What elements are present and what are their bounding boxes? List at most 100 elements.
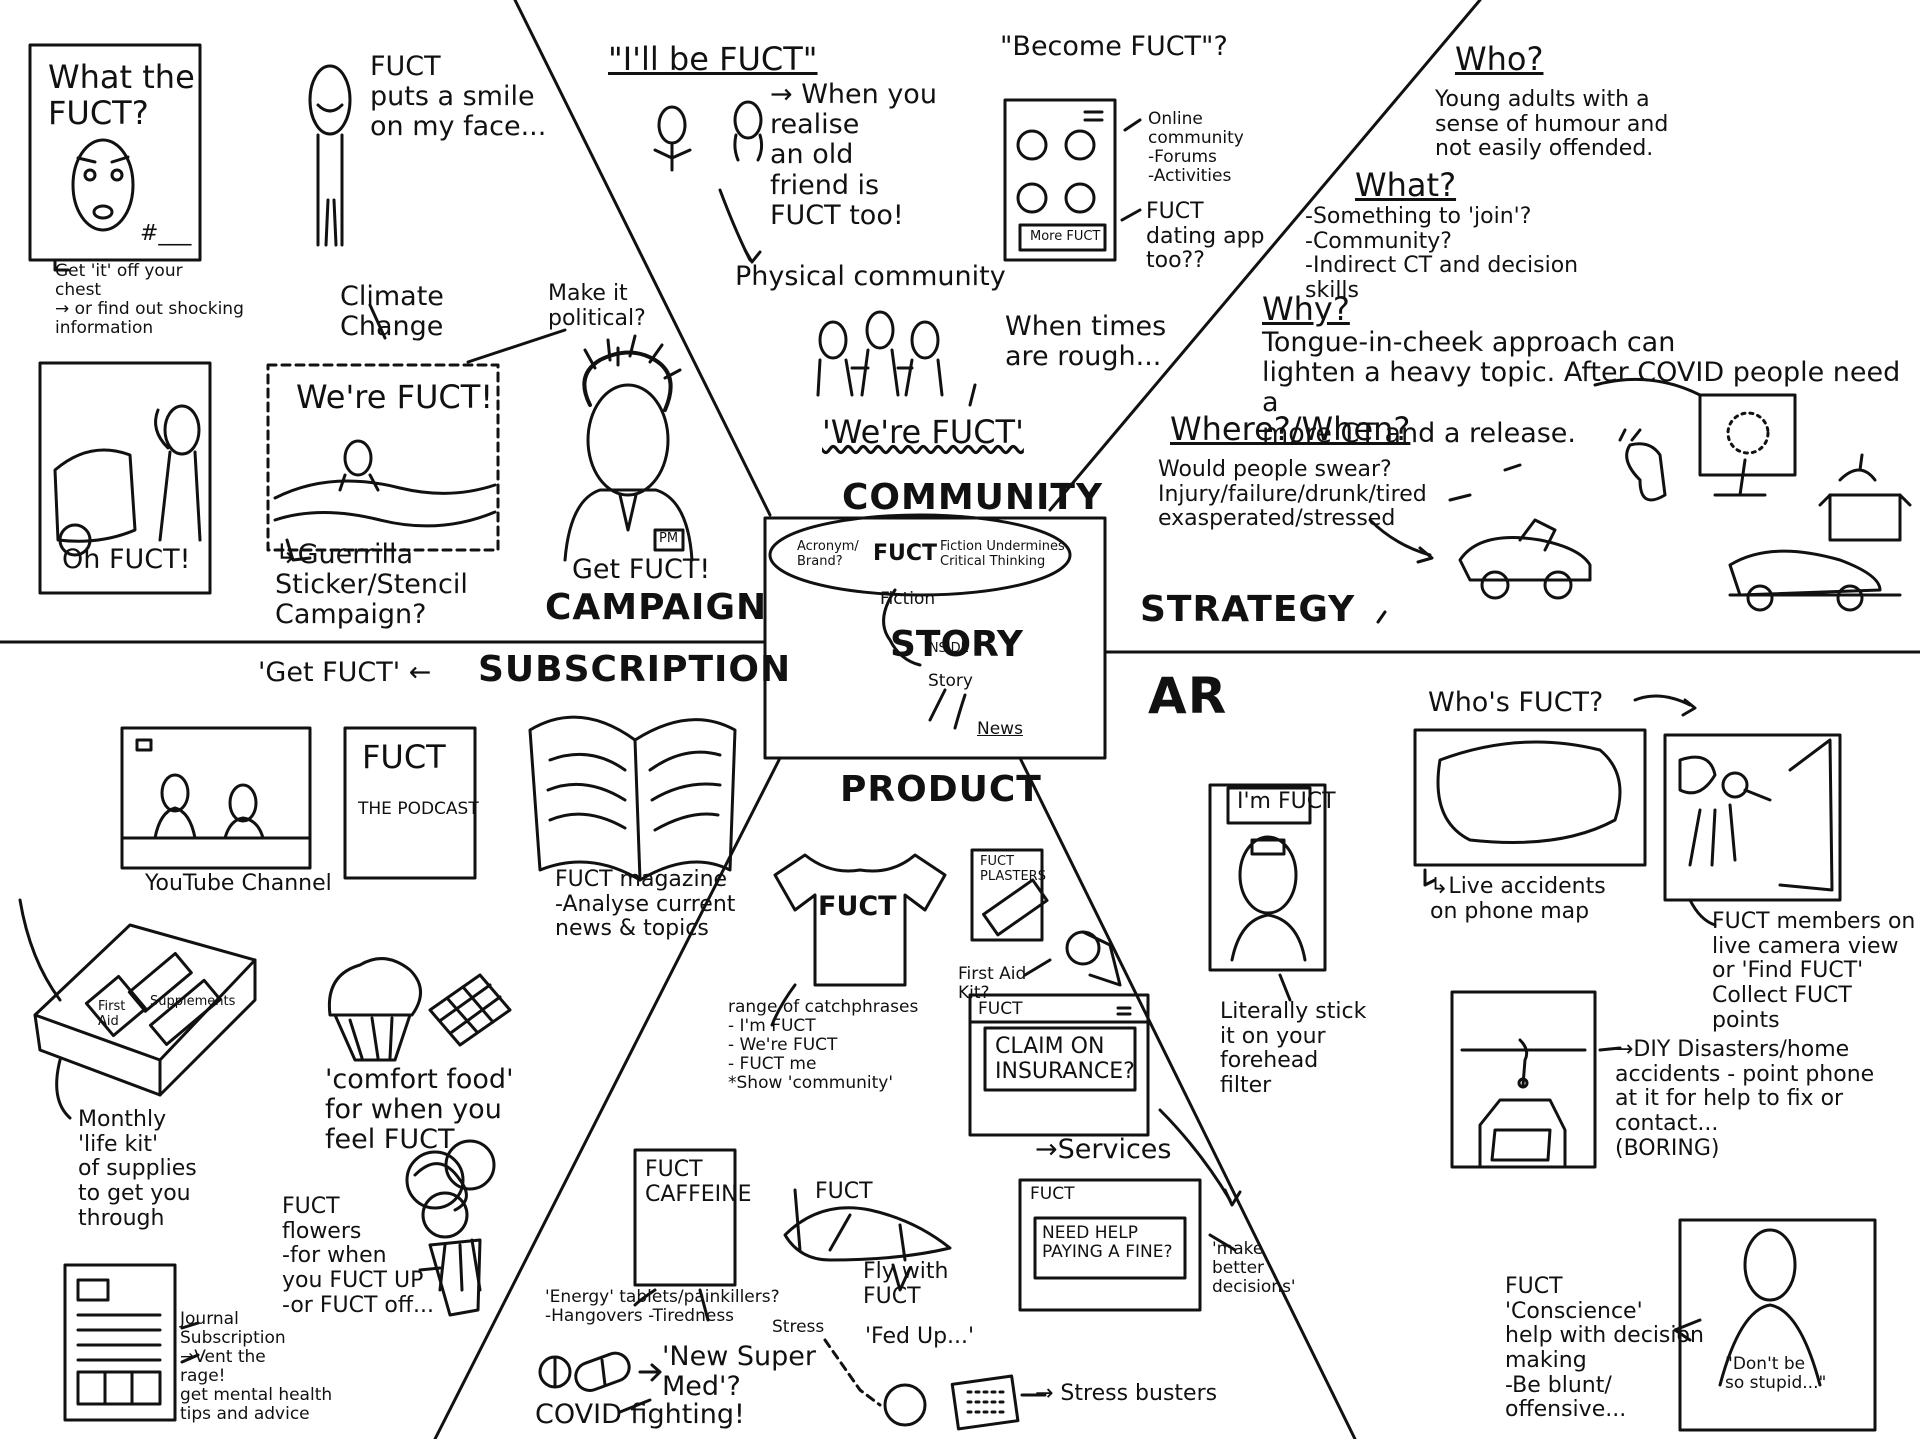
pills — [538, 1338, 1047, 1431]
puts-smile-text: FUCT puts a smile on my face... — [370, 51, 547, 143]
plane — [783, 1188, 952, 1292]
section-strategy: STRATEGY — [1140, 589, 1356, 630]
whos-fuct-text: Who's FUCT? — [1428, 687, 1604, 718]
claim-insurance-text: CLAIM ON INSURANCE? — [995, 1034, 1135, 1084]
guerrilla-text: ↳Guerrilla Sticker/Stencil Campaign? — [275, 539, 468, 631]
center-story: STORY — [890, 624, 1023, 665]
life-kit-text: Monthly 'life kit' of supplies to get yo… — [78, 1107, 197, 1231]
t-shirt — [770, 853, 947, 1027]
phone-app — [1003, 98, 1142, 262]
magazine — [528, 715, 737, 882]
were-fuct-stencil — [266, 303, 620, 552]
stress-busters-text: → Stress busters — [1035, 1381, 1218, 1406]
get-fuct-text: Get FUCT! — [572, 554, 711, 585]
section-product: PRODUCT — [840, 769, 1042, 810]
need-help-text: NEED HELP PAYING A FINE? — [1042, 1223, 1173, 1263]
supplements-label: Supplements — [150, 994, 236, 1009]
center-fiction: Fiction — [880, 589, 936, 609]
magazine-text: FUCT magazine -Analyse current news & to… — [555, 867, 736, 942]
dating-app-text: FUCT dating app too?? — [1146, 199, 1265, 274]
get-fuct-subscription: 'Get FUCT' ← — [258, 657, 432, 688]
members-text: FUCT members on live camera view or 'Fin… — [1712, 909, 1916, 1033]
section-ar: AR — [1148, 667, 1228, 725]
what-the-fuct-text: What the FUCT? — [48, 58, 195, 132]
podcast-title: FUCT — [362, 738, 446, 776]
im-fuct-label: I'm FUCT — [1237, 789, 1336, 814]
flowers — [405, 1139, 496, 1317]
podcast-cover — [343, 726, 477, 880]
more-fuct-button: More FUCT — [1030, 229, 1101, 244]
podcast-subtitle: THE PODCAST — [358, 799, 479, 819]
ill-be-fuct-text: "I'll be FUCT" — [608, 40, 818, 78]
make-political-text: Make it political? — [548, 281, 646, 331]
what-the-fuct-poster — [28, 43, 202, 262]
where-when-question: Where?/When? — [1170, 410, 1411, 448]
become-fuct-text: "Become FUCT"? — [1000, 31, 1228, 62]
where-when-answer: Would people swear? Injury/failure/drunk… — [1158, 457, 1427, 532]
journal — [63, 1263, 200, 1422]
center-inside: INSIDE — [925, 641, 969, 656]
new-super-med-text: 'New Super Med'? — [662, 1341, 816, 1403]
friends-figures — [653, 100, 764, 264]
dont-be-stupid-text: "Don't be so stupid..." — [1725, 1354, 1827, 1394]
forehead-filter-text: Literally stick it on your forehead filt… — [1220, 999, 1367, 1098]
energy-tablets-text: 'Energy' tablets/painkillers? -Hangovers… — [545, 1287, 780, 1327]
why-answer: Tongue-in-cheek approach can lighten a h… — [1262, 327, 1901, 449]
fly-with-text: Fly with FUCT — [863, 1259, 949, 1309]
youtube-label: YouTube Channel — [145, 871, 332, 896]
who-question: Who? — [1455, 40, 1544, 78]
center-meaning: Fiction Undermines Critical Thinking — [940, 539, 1065, 569]
pm-figure — [563, 334, 694, 562]
muffin-and-chocolate — [327, 957, 512, 1062]
catchphrases-text: range of catchphrases - I'm FUCT - We're… — [728, 997, 919, 1094]
covid-fighting-text: COVID fighting! — [535, 1399, 745, 1430]
insurance-header: FUCT — [978, 999, 1023, 1019]
section-campaign: CAMPAIGN — [545, 587, 768, 628]
physical-community-text: Physical community — [735, 261, 1006, 292]
shirt-print: FUCT — [818, 891, 897, 922]
plane-label: FUCT — [815, 1179, 873, 1204]
services-text: →Services — [1035, 1134, 1172, 1165]
comfort-food-text: 'comfort food' for when you feel FUCT — [325, 1064, 514, 1156]
ar-map-phone — [1413, 694, 1697, 887]
fine-window — [1018, 1178, 1237, 1312]
caffeine-box — [633, 1148, 737, 1322]
insurance-window — [968, 993, 1242, 1207]
plasters-label: FUCT PLASTERS — [980, 854, 1046, 884]
were-fuct-text: We're FUCT! — [296, 378, 494, 416]
center-acronym: Acronym/ Brand? — [797, 539, 859, 569]
ar-forehead-phone — [1208, 783, 1327, 1002]
first-aid-kit-text: First Aid Kit? — [958, 964, 1027, 1004]
journal-text: Journal Subscription →Vent the rage! get… — [180, 1309, 333, 1425]
oh-fuct-text: Oh FUCT! — [62, 544, 191, 575]
old-friend-text: → When you realise an old friend is FUCT… — [770, 79, 937, 231]
youtube-screen — [120, 726, 312, 870]
pm-badge: PM — [659, 531, 679, 546]
center-news: News — [977, 719, 1023, 739]
section-community: COMMUNITY — [842, 477, 1104, 518]
better-decisions-text: 'make better decisions' — [1212, 1239, 1296, 1298]
get-it-off-text: Get 'it' off your chest → or find out sh… — [55, 261, 244, 339]
stress-text: Stress — [772, 1317, 825, 1337]
first-aid-label: First Aid — [98, 999, 126, 1029]
diy-disasters-text: →DIY Disasters/home accidents - point ph… — [1615, 1037, 1875, 1161]
why-question: Why? — [1262, 290, 1350, 328]
community-figures — [816, 310, 977, 407]
ar-conscience-phone — [1673, 1218, 1877, 1432]
center-story-small: Story — [928, 671, 973, 691]
caffeine-label: FUCT CAFFEINE — [645, 1157, 752, 1207]
live-accidents-text: ↳Live accidents on phone map — [1430, 874, 1606, 924]
center-fuct: FUCT — [873, 541, 938, 566]
conscience-text: FUCT 'Conscience' help with decision mak… — [1505, 1274, 1704, 1423]
what-question: What? — [1355, 166, 1457, 204]
fed-up-text: 'Fed Up...' — [865, 1324, 975, 1349]
guerrilla-arrows — [53, 260, 312, 562]
online-community-text: Online community -Forums -Activities — [1148, 109, 1244, 187]
life-kit-box — [18, 898, 257, 1120]
smiling-person — [308, 64, 352, 247]
plasters — [970, 848, 1122, 987]
section-subscription: SUBSCRIPTION — [478, 649, 792, 690]
